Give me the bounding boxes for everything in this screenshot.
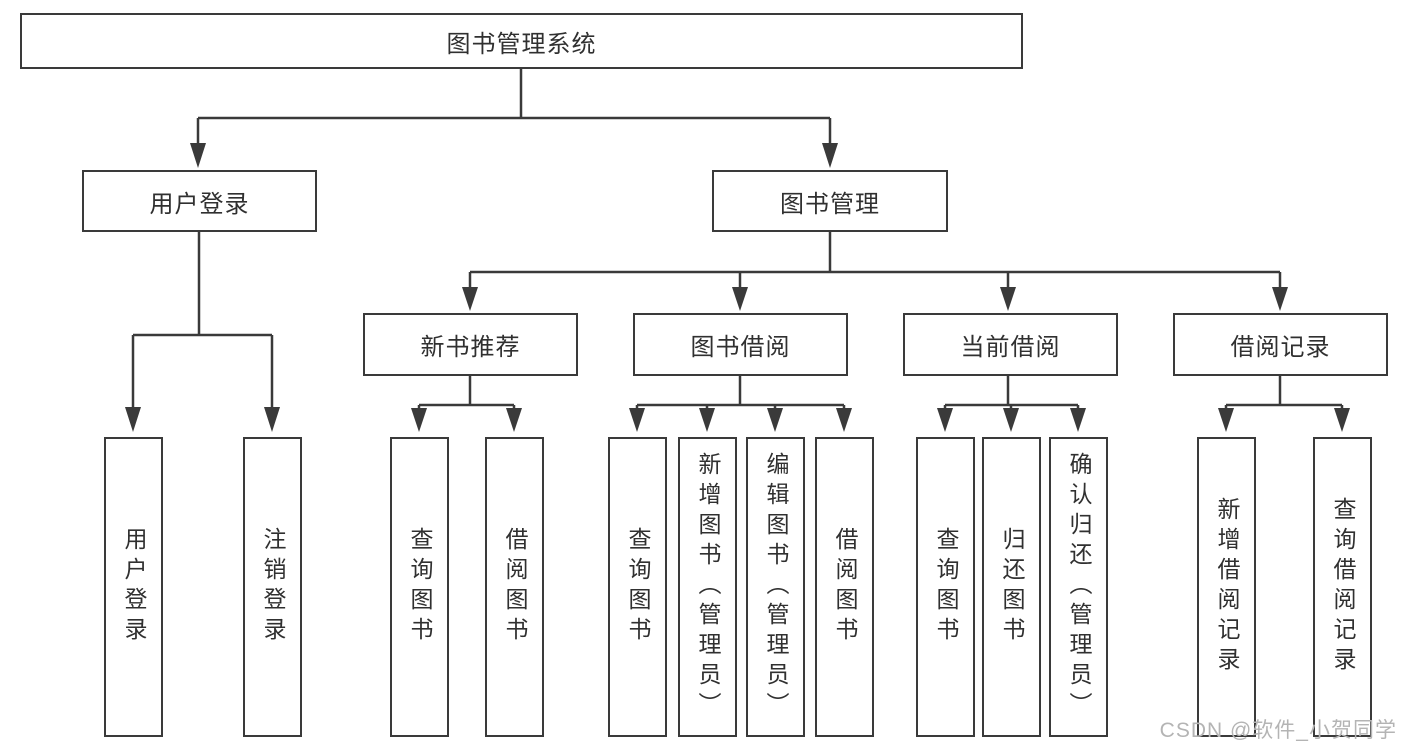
leaf-query-books-current: 查询图书 — [916, 437, 975, 737]
leaf-logout: 注销登录 — [243, 437, 302, 737]
node-current-borrow: 当前借阅 — [903, 313, 1118, 376]
leaf-label: 查询图书 — [625, 527, 651, 647]
leaf-label: 查询图书 — [407, 527, 433, 647]
leaf-add-borrow-record: 新增借阅记录 — [1197, 437, 1256, 737]
leaf-label: 用户登录 — [121, 527, 147, 647]
node-library-management-system: 图书管理系统 — [20, 13, 1023, 69]
leaf-borrow-books-recommend: 借阅图书 — [485, 437, 544, 737]
leaf-label: 查询借阅记录 — [1330, 497, 1356, 677]
node-borrow-records: 借阅记录 — [1173, 313, 1388, 376]
leaf-borrow-books: 借阅图书 — [815, 437, 874, 737]
leaf-label: 借阅图书 — [832, 527, 858, 647]
node-book-management: 图书管理 — [712, 170, 948, 232]
leaf-label: 新增借阅记录 — [1214, 497, 1240, 677]
leaf-label: 编辑图书（管理员） — [763, 452, 789, 722]
leaf-label: 查询图书 — [933, 527, 959, 647]
leaf-return-books: 归还图书 — [982, 437, 1041, 737]
watermark: CSDN @软件_小贺同学 — [1159, 719, 1397, 742]
leaf-query-books-recommend: 查询图书 — [390, 437, 449, 737]
leaf-label: 新增图书（管理员） — [695, 452, 721, 722]
leaf-label: 注销登录 — [260, 527, 286, 647]
leaf-add-books-admin: 新增图书（管理员） — [678, 437, 737, 737]
node-book-borrow: 图书借阅 — [633, 313, 848, 376]
leaf-label: 借阅图书 — [502, 527, 528, 647]
leaf-label: 归还图书 — [999, 527, 1025, 647]
leaf-confirm-return-admin: 确认归还（管理员） — [1049, 437, 1108, 737]
node-new-book-recommend: 新书推荐 — [363, 313, 578, 376]
leaf-query-borrow-record: 查询借阅记录 — [1313, 437, 1372, 737]
node-user-login: 用户登录 — [82, 170, 317, 232]
leaf-label: 确认归还（管理员） — [1066, 452, 1092, 722]
leaf-user-login: 用户登录 — [104, 437, 163, 737]
leaf-query-books-borrow: 查询图书 — [608, 437, 667, 737]
leaf-edit-books-admin: 编辑图书（管理员） — [746, 437, 805, 737]
